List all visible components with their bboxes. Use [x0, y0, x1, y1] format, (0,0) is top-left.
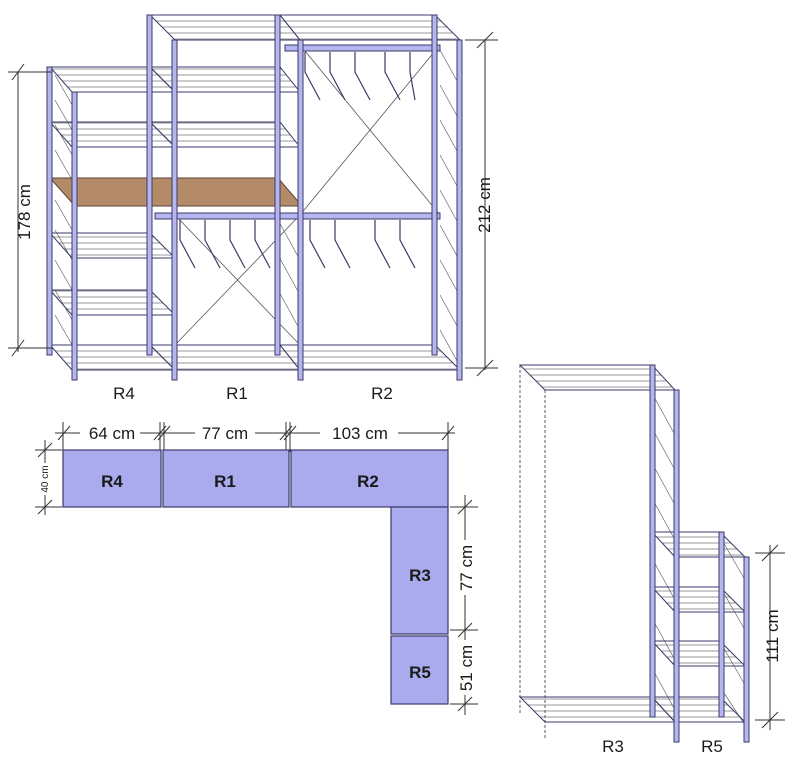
plan-label-r4: R4: [101, 472, 123, 491]
dimension-right: [465, 31, 498, 377]
side-shelves: [518, 364, 747, 723]
side-label-r5: R5: [701, 737, 723, 756]
plan-label-r1: R1: [214, 472, 236, 491]
side-hatching-r3: [652, 394, 746, 726]
front-label-r1: R1: [226, 384, 248, 403]
front-view: 178 cm 212 cm R4 R1 R2: [8, 14, 498, 403]
side-posts: [649, 364, 750, 743]
box-r5: [390, 635, 449, 705]
dim-bg: [195, 423, 255, 443]
dimension-side: [755, 544, 785, 730]
height-label-right: 212 cm: [475, 177, 494, 233]
box-r4: [62, 449, 162, 508]
plan-label-r3: R3: [409, 566, 431, 585]
dim-bg: [456, 640, 476, 695]
box-r1: [162, 449, 290, 508]
dashed-posts: [519, 365, 546, 740]
dim-bg: [320, 423, 398, 443]
depth-label: 40 cm: [40, 465, 51, 492]
width-r4: 64 cm: [89, 424, 135, 443]
dim-bg: [38, 463, 52, 495]
width-r1: 77 cm: [202, 424, 248, 443]
plan-label-r2: R2: [357, 472, 379, 491]
cross-brace: [299, 44, 441, 216]
front-label-r2: R2: [371, 384, 393, 403]
dim-bg: [80, 423, 140, 443]
hangers: [179, 52, 416, 269]
dim-bg: [456, 540, 476, 595]
height-label-left: 178 cm: [15, 184, 34, 240]
side-label-r3: R3: [602, 737, 624, 756]
box-r3: [390, 506, 449, 635]
side-hatching: [54, 49, 463, 371]
length-r3: 77 cm: [457, 545, 476, 591]
length-r5: 51 cm: [457, 645, 476, 691]
plan-boxes: [62, 449, 449, 705]
height-label-side: 111 cm: [763, 609, 782, 662]
side-view: 111 cm R3 R5: [518, 364, 785, 756]
front-label-r4: R4: [113, 384, 135, 403]
width-r2: 103 cm: [332, 424, 388, 443]
plan-label-r5: R5: [409, 663, 431, 682]
frame-posts: [46, 14, 463, 381]
floor-plan: 64 cm 77 cm 103 cm 40 cm R4 R1 R2 R3 R5: [35, 422, 478, 715]
wire-shelves: [48, 14, 462, 371]
box-r2: [290, 449, 449, 508]
dimension-left: [8, 63, 52, 357]
